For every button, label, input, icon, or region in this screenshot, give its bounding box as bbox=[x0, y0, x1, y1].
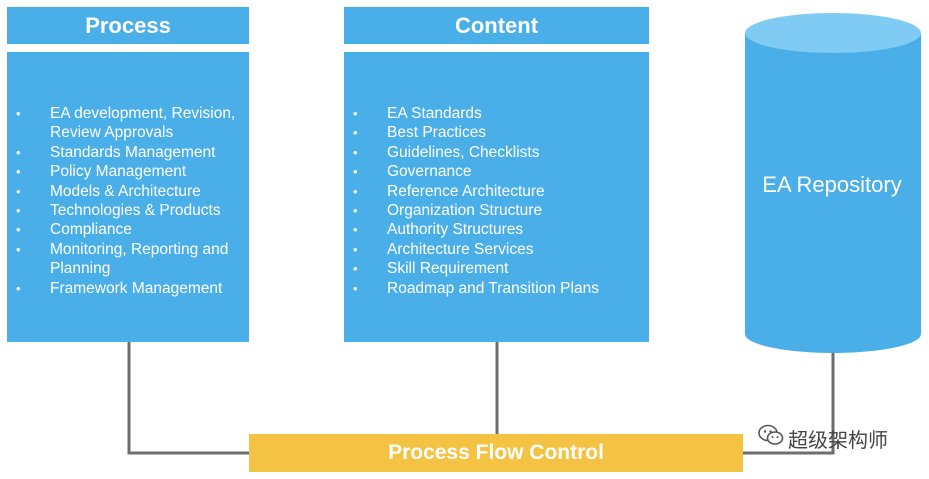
process-panel[interactable]: EA development, Revision, Review Approva… bbox=[7, 52, 249, 342]
content-item: Governance bbox=[353, 162, 649, 182]
watermark-text: 超级架构师 bbox=[788, 429, 888, 452]
process-item: Technologies & Products bbox=[16, 201, 249, 221]
process-connector bbox=[127, 342, 249, 455]
content-list: EA Standards Best Practices Guidelines, … bbox=[353, 104, 649, 299]
repository-cylinder[interactable] bbox=[745, 13, 921, 353]
repository-label: EA Repository bbox=[762, 172, 902, 197]
content-item: Architecture Services bbox=[353, 240, 649, 260]
process-list: EA development, Revision, Review Approva… bbox=[16, 104, 249, 299]
repository-connector bbox=[743, 352, 835, 455]
process-item: Policy Management bbox=[16, 162, 249, 182]
process-flow-control-label: Process Flow Control bbox=[388, 441, 604, 464]
content-item: Organization Structure bbox=[353, 201, 649, 221]
content-item: EA Standards bbox=[353, 104, 649, 124]
content-item: Reference Architecture bbox=[353, 182, 649, 202]
watermark: 超级架构师 bbox=[758, 424, 888, 452]
process-item: Framework Management bbox=[16, 279, 249, 299]
wechat-icon bbox=[758, 424, 784, 452]
content-item: Roadmap and Transition Plans bbox=[353, 279, 649, 299]
content-title: Content bbox=[454, 12, 539, 38]
content-item: Authority Structures bbox=[353, 220, 649, 240]
process-header: Process bbox=[7, 7, 249, 44]
content-panel[interactable]: EA Standards Best Practices Guidelines, … bbox=[344, 52, 649, 342]
content-item: Best Practices bbox=[353, 123, 649, 143]
process-item: Monitoring, Reporting and Planning bbox=[16, 240, 249, 279]
process-flow-control-bar[interactable]: Process Flow Control bbox=[249, 434, 743, 472]
process-item: Standards Management bbox=[16, 143, 249, 163]
content-item: Guidelines, Checklists bbox=[353, 143, 649, 163]
content-item: Skill Requirement bbox=[353, 259, 649, 279]
process-item: Compliance bbox=[16, 220, 249, 240]
content-header: Content bbox=[344, 7, 649, 44]
process-item: Models & Architecture bbox=[16, 182, 249, 202]
process-title: Process bbox=[85, 12, 171, 38]
process-item: EA development, Revision, Review Approva… bbox=[16, 104, 249, 143]
